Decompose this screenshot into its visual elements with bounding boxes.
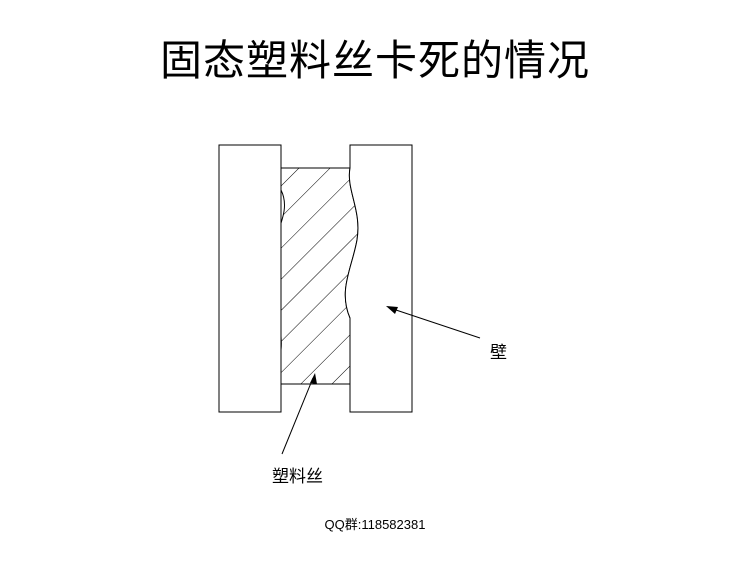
qq-group-footer: QQ群:118582381: [324, 517, 426, 532]
filament-pointer-arrowhead: [310, 373, 317, 384]
wall-pointer-arrowhead: [386, 306, 398, 314]
filament-body: [268, 167, 359, 385]
right-wall: [344, 144, 413, 413]
wall-label: 壁: [490, 343, 507, 363]
slide-title: 固态塑料丝卡死的情况: [159, 36, 590, 85]
filament-pointer-line: [281, 377, 314, 455]
wall-pointer-line: [389, 307, 481, 339]
left-wall: [218, 144, 282, 413]
filament-label: 塑料丝: [272, 467, 323, 487]
